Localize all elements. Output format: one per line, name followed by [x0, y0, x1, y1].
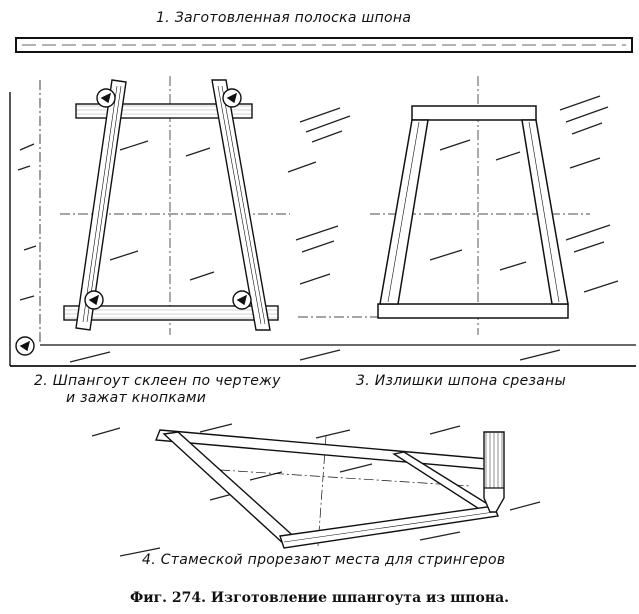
figure-number: Фиг. 274. — [129, 590, 207, 606]
frame-notching — [91, 423, 541, 557]
figure-caption: Фиг. 274. Изготовление шпангоута из шпон… — [0, 590, 639, 606]
drawing-board — [9, 76, 636, 367]
frame-trimmed — [377, 105, 569, 319]
step3-caption: 3. Излишки шпона срезаны — [356, 373, 566, 389]
step1-caption: 1. Заготовленная полоска шпона — [156, 10, 412, 26]
step2-caption-line2: и зажат кнопками — [66, 390, 207, 406]
step2-caption-line1: 2. Шпангоут склеен по чертежу — [34, 373, 281, 389]
veneer-strip — [15, 37, 633, 53]
push-pin-icon — [15, 88, 252, 356]
chisel-icon — [483, 431, 505, 513]
step4-caption: 4. Стамеской прорезают места для стринге… — [142, 552, 506, 568]
frame-clamped — [63, 79, 279, 331]
figure-title: Изготовление шпангоута из шпона. — [210, 590, 510, 606]
